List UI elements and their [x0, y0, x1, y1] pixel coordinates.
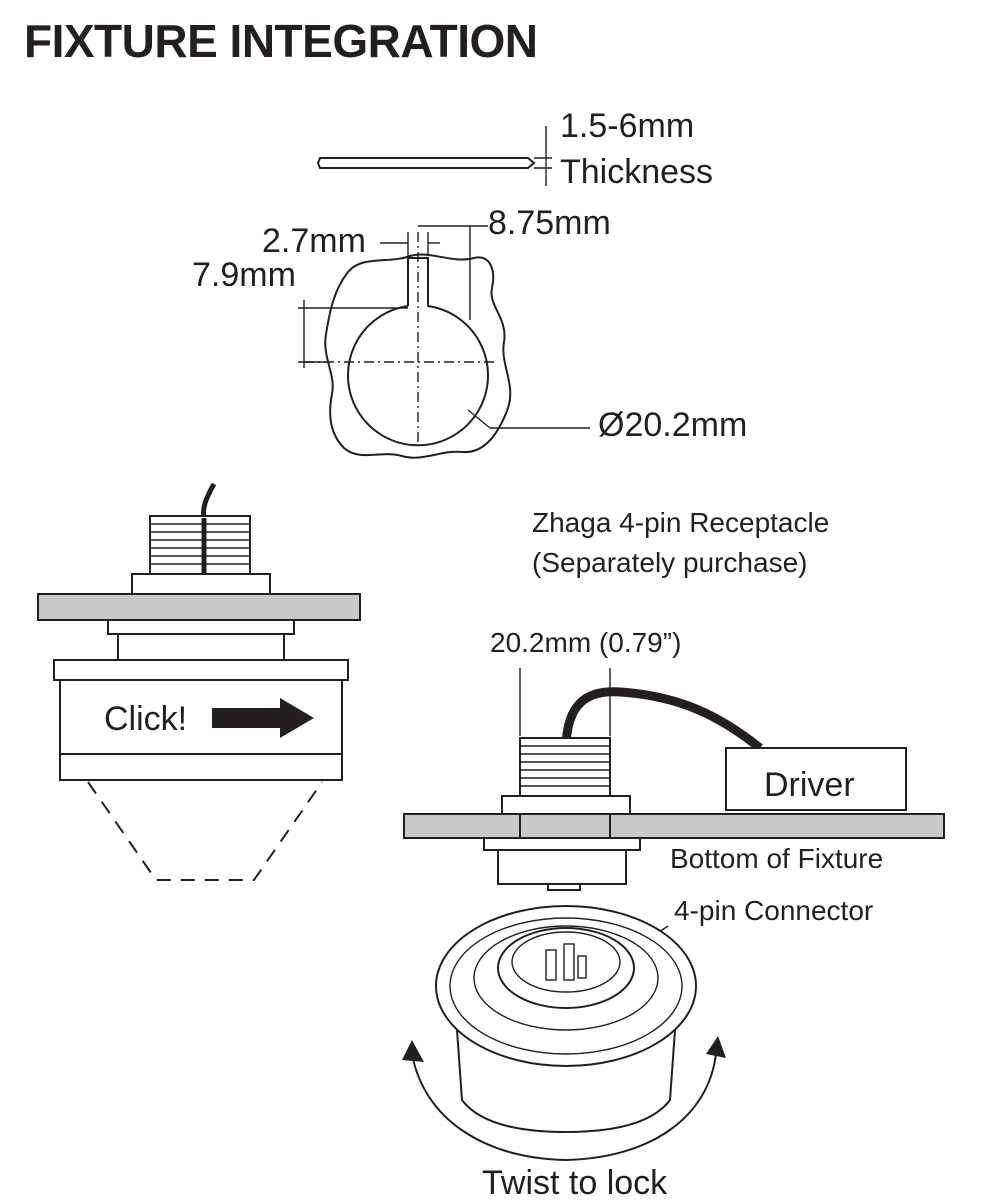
click-arrow-icon [212, 698, 314, 738]
thickness-label: Thickness [560, 153, 713, 191]
click-label: Click! [104, 700, 187, 738]
key-depth-label: 7.9mm [192, 256, 296, 294]
hole-diameter-label: Ø20.2mm [598, 406, 747, 444]
twist-label: Twist to lock [482, 1164, 668, 1202]
panel-thickness-drawing: 1.5-6mm Thickness [316, 107, 713, 191]
receptacle-title-label: Zhaga 4-pin Receptacle [532, 507, 829, 538]
key-offset-label: 8.75mm [488, 204, 611, 242]
rotate-arrow-icon [706, 1036, 726, 1058]
twist-lock-drawing: Twist to lock [402, 905, 726, 1202]
connector-label: 4-pin Connector [674, 895, 873, 926]
bottom-of-fixture-label: Bottom of Fixture [670, 843, 883, 874]
key-width-label: 2.7mm [262, 222, 366, 260]
sensor-click-drawing: Click! [37, 482, 361, 881]
page-title: FIXTURE INTEGRATION [24, 15, 538, 67]
driver-label: Driver [764, 766, 855, 804]
receptacle-note-label: (Separately purchase) [532, 547, 807, 578]
receptacle-drawing: Zhaga 4-pin Receptacle (Separately purch… [403, 507, 945, 969]
mounting-hole-drawing: 2.7mm 8.75mm 7.9mm Ø20.2mm [192, 204, 747, 459]
receptacle-width-label: 20.2mm (0.79”) [490, 627, 681, 658]
thickness-range-label: 1.5-6mm [560, 107, 694, 145]
